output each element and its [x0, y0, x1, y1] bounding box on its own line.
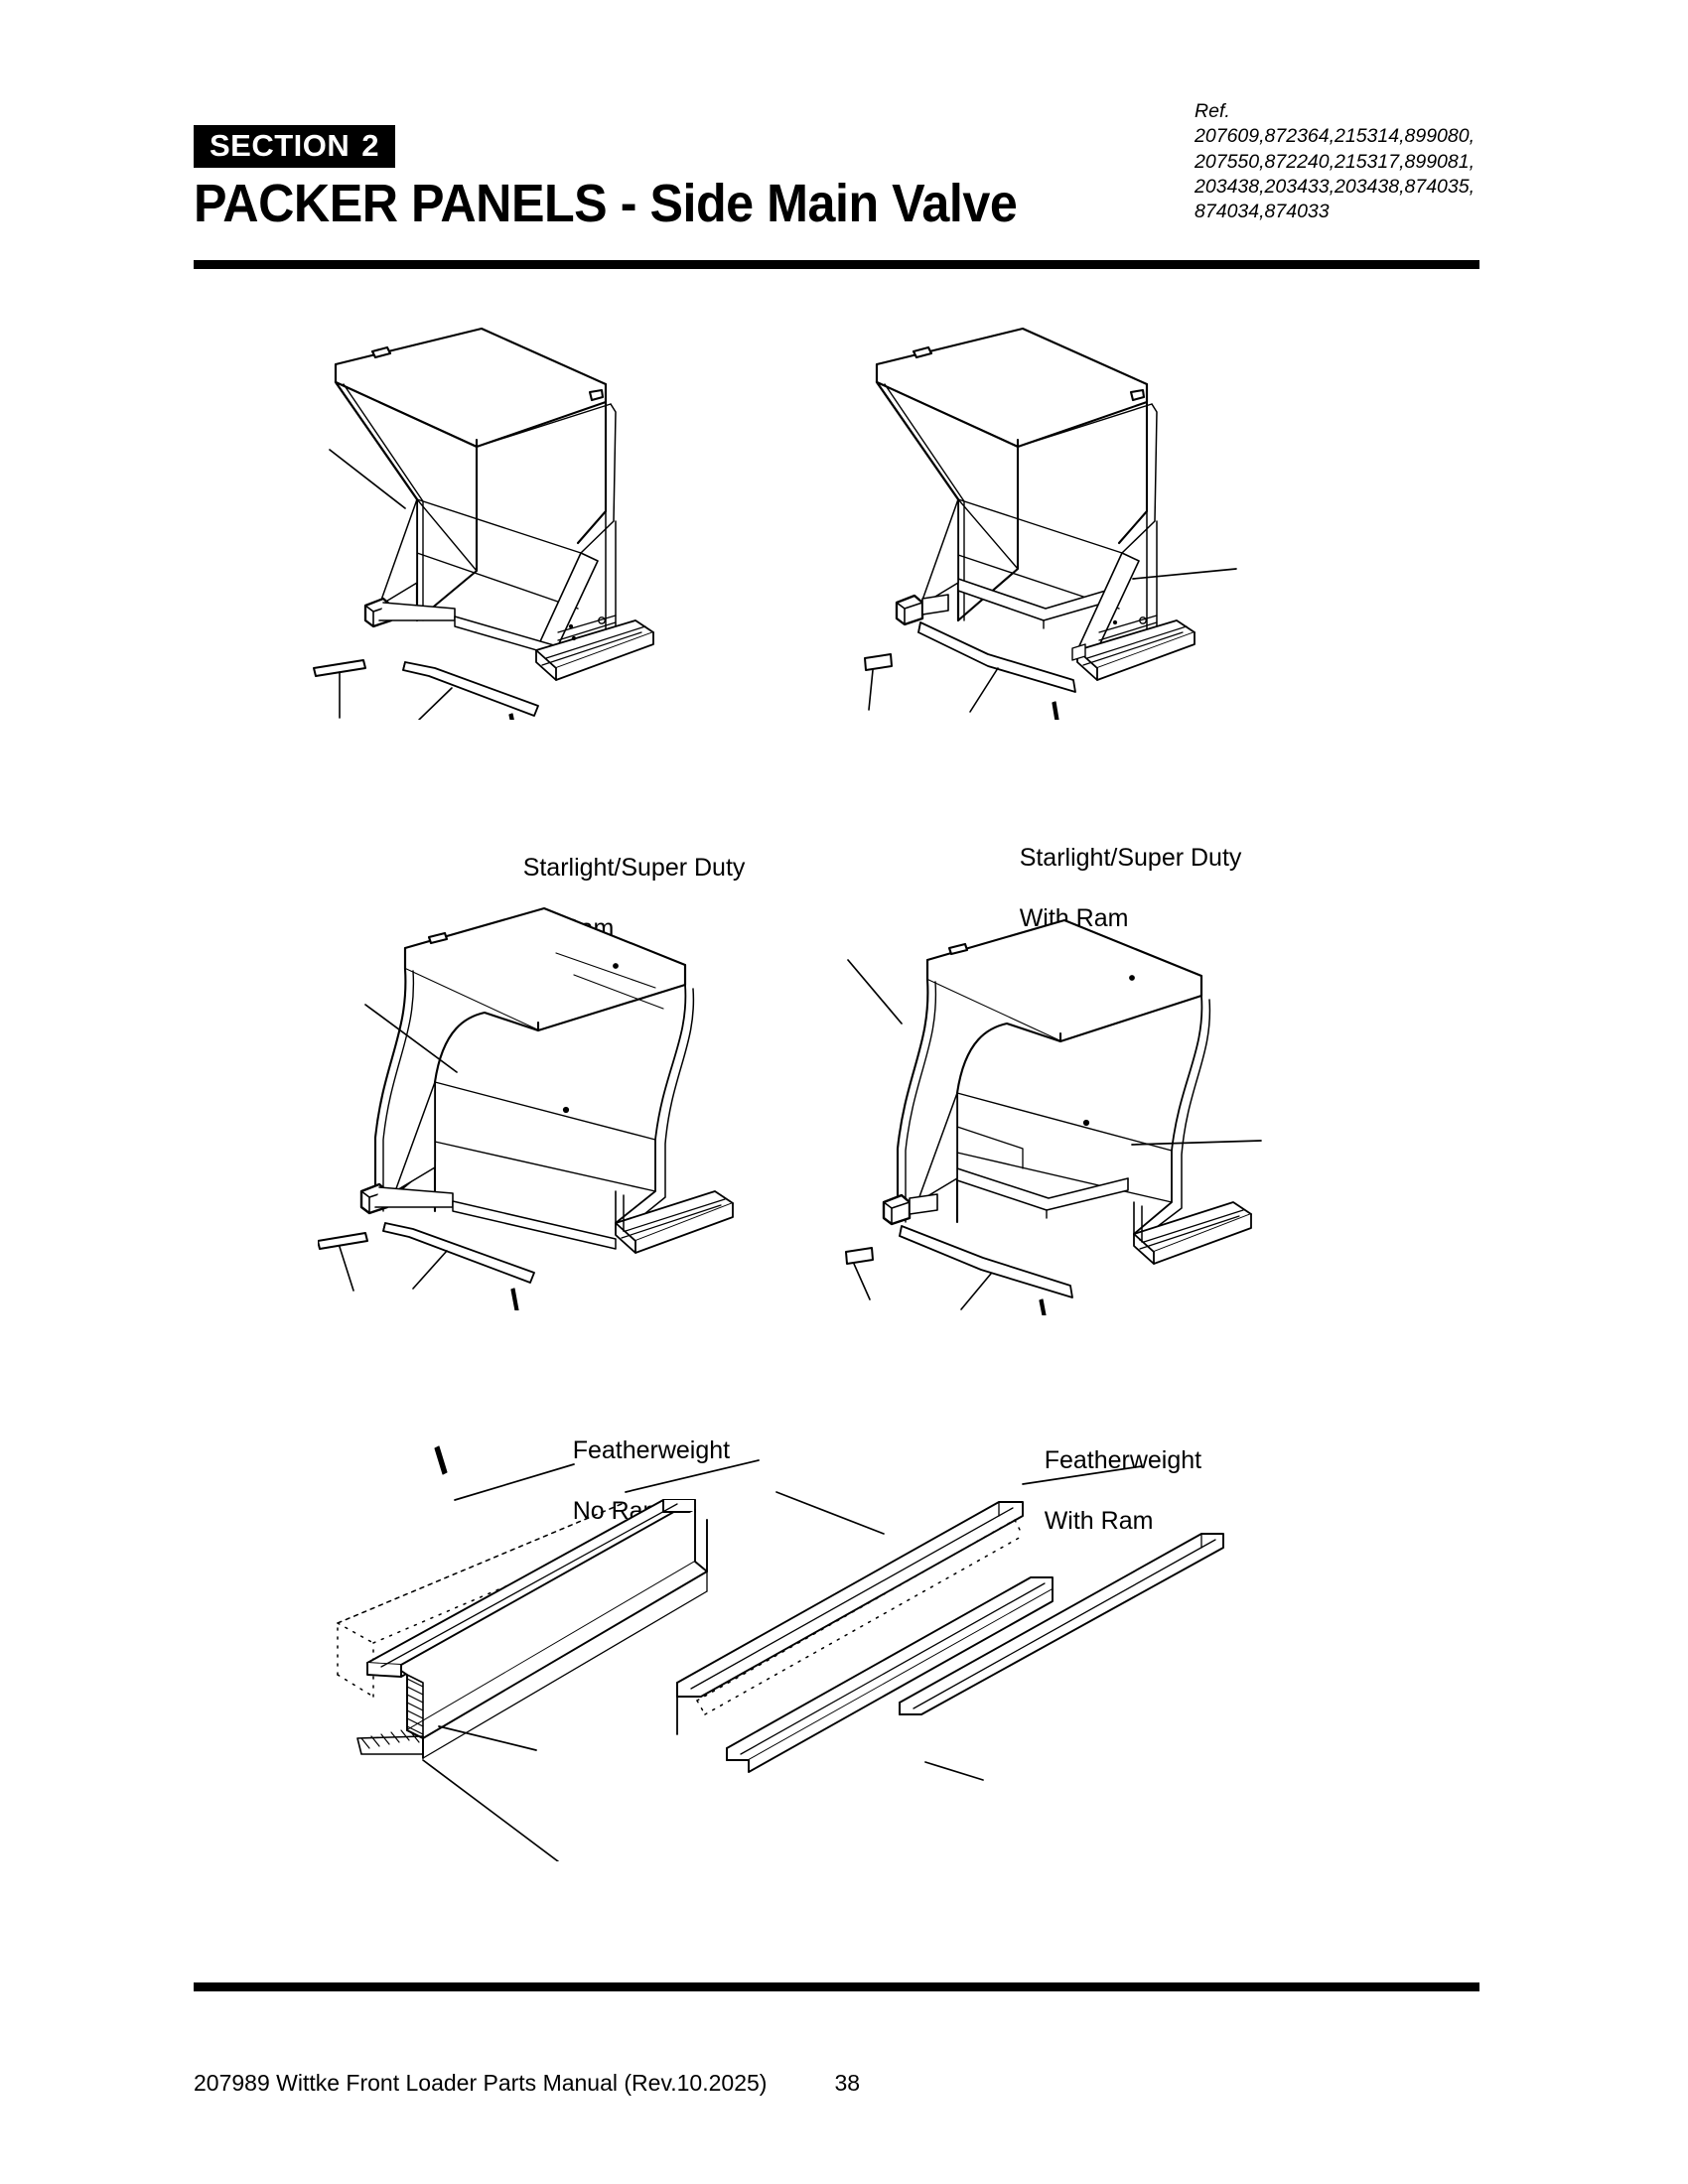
- figure-featherweight-no-ram: [318, 893, 824, 1310]
- figure-label-line-1: Starlight/Super Duty: [1019, 843, 1242, 872]
- reference-line: 874034,874033: [1195, 201, 1330, 223]
- footer-document-id: 207989 Wittke Front Loader Parts Manual …: [194, 2070, 768, 2096]
- figure-label-line-1: Starlight/Super Duty: [522, 853, 746, 882]
- figure-label-featherweight-no-ram: Featherweight No Ram: [531, 1405, 730, 1557]
- section-number: 2: [361, 128, 380, 163]
- page-footer: 207989 Wittke Front Loader Parts Manual …: [194, 2070, 1484, 2097]
- figure-wear-rail-detail: [328, 1444, 1281, 1861]
- figure-starlight-with-ram: [839, 313, 1336, 720]
- section-badge-label: SECTION: [210, 128, 351, 163]
- header-rule: [194, 260, 1479, 269]
- figure-label-line-2: With Ram: [1019, 903, 1129, 932]
- page-header: SECTION 2 PACKER PANELS - Side Main Valve…: [194, 99, 1484, 268]
- page-title: PACKER PANELS - Side Main Valve: [194, 174, 1018, 233]
- footer-page-number: 38: [834, 2070, 861, 2096]
- section-badge: SECTION 2: [194, 125, 396, 168]
- figure-label-starlight-with-ram: Starlight/Super Duty With Ram: [978, 812, 1242, 964]
- reference-line: 203438,203433,203438,874035,: [1195, 176, 1475, 199]
- figure-label-line-1: Featherweight: [572, 1435, 731, 1464]
- reference-label: Ref.: [1195, 100, 1230, 122]
- exploded-diagram-area: Starlight/Super Duty No Ram: [0, 278, 1688, 1966]
- figure-label-line-2: With Ram: [1044, 1506, 1154, 1535]
- reference-line: 207609,872364,215314,899080,: [1195, 125, 1475, 148]
- figure-featherweight-with-ram: [844, 898, 1350, 1315]
- reference-block: Ref. 207609,872364,215314,899080, 207550…: [1195, 99, 1475, 225]
- footer-rule: [194, 1982, 1479, 1991]
- figure-starlight-no-ram: [308, 323, 804, 720]
- reference-line: 207550,872240,215317,899081,: [1195, 150, 1475, 173]
